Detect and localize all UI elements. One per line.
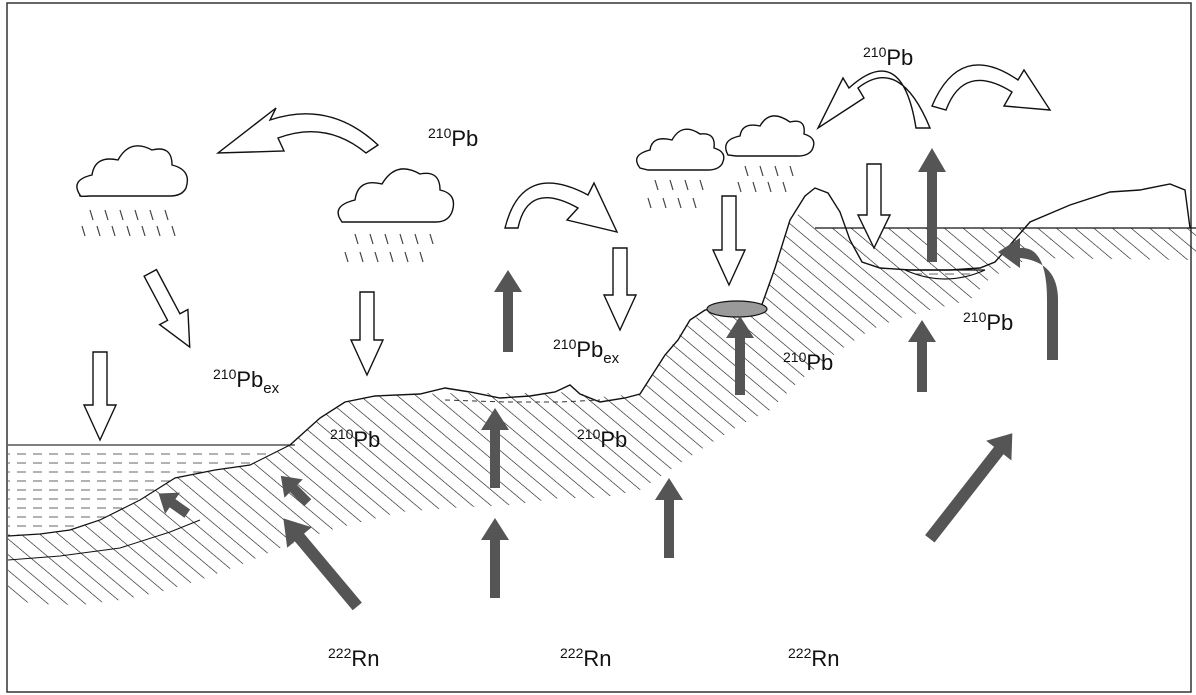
label-pb210-atmosphere: 210Pb (428, 125, 478, 151)
cloud-icon (76, 145, 189, 198)
solid-arrow-icon (283, 518, 362, 611)
curved-hollow-arrow-icon (504, 181, 619, 234)
lake-water (8, 445, 290, 536)
soil-base-line (7, 444, 291, 537)
rain-icon (81, 209, 176, 237)
label-pb210-hill: 210Pb (783, 349, 833, 375)
rain-icon (344, 233, 434, 263)
valley-pond (904, 269, 986, 280)
label-pb210-soil-center: 210Pb (577, 426, 627, 452)
hollow-arrow-icon (711, 195, 747, 287)
hollow-arrow-icon (82, 351, 118, 442)
hollow-arrow-icon (349, 291, 385, 377)
curved-hollow-arrow-icon (215, 107, 380, 154)
solid-arrow-icon (908, 320, 936, 392)
curved-hollow-arrow-icon (931, 64, 1052, 111)
curved-hollow-arrow-icon (816, 70, 932, 130)
solid-arrow-icon (280, 475, 312, 507)
solid-arrow-icon (481, 518, 509, 598)
hill-pond (706, 300, 768, 318)
hollow-arrow-icon (856, 163, 892, 250)
solid-arrow-icon (481, 408, 509, 488)
cloud-icon (337, 168, 455, 223)
soil-layer (8, 210, 1196, 605)
solid-arrow-icon (655, 478, 683, 558)
solid-arrow-icon (998, 238, 1058, 360)
bedrock-line (7, 519, 201, 561)
cloud-icon (725, 115, 815, 157)
solid-arrow-icon (925, 433, 1013, 543)
label-pb210ex-left: 210Pbex (213, 366, 280, 397)
solid-arrow-icon (494, 270, 522, 352)
rain-icon (737, 165, 794, 193)
label-pb210-plateau: 210Pb (963, 309, 1013, 335)
label-pb210ex-center: 210Pbex (553, 336, 620, 367)
cloud-icon (636, 128, 725, 171)
label-rn222-left: 222Rn (328, 645, 379, 671)
label-rn222-center: 222Rn (560, 645, 611, 671)
solid-arrow-icon (918, 148, 946, 262)
hollow-arrow-icon (602, 247, 638, 332)
solid-arrow-icon (158, 492, 191, 518)
hollow-arrow-icon (143, 268, 191, 349)
puddle (444, 399, 601, 403)
solid-arrow-icon (726, 316, 754, 395)
label-rn222-right: 222Rn (788, 645, 839, 671)
rain-icon (647, 179, 704, 209)
diagram-frame (6, 2, 1192, 693)
label-pb210-soil-left: 210Pb (330, 426, 380, 452)
label-pb210-upper-right: 210Pb (863, 44, 913, 70)
